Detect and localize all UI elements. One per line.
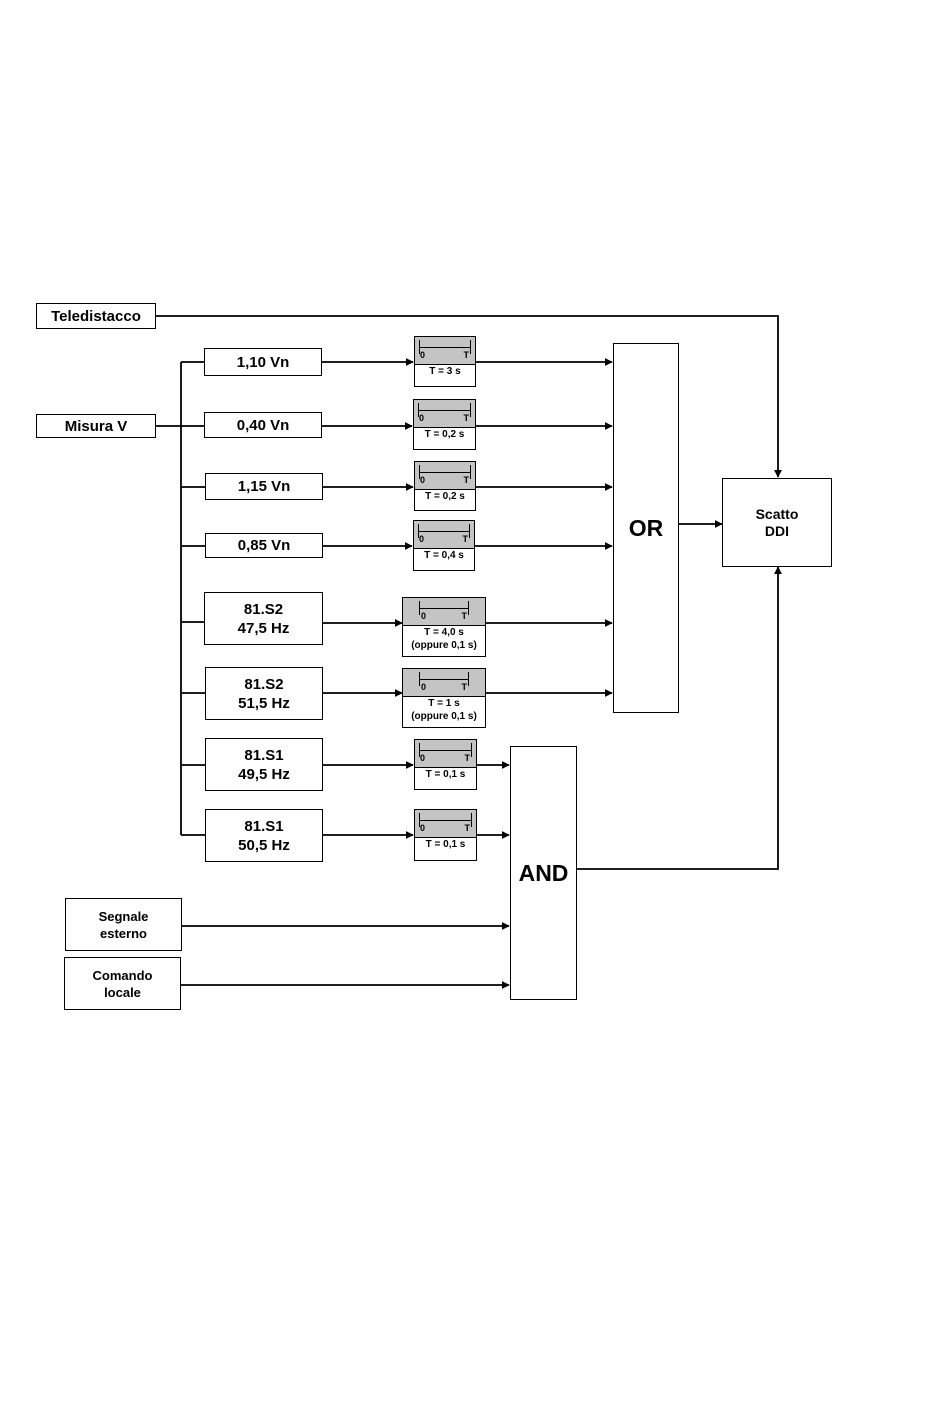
timer-start-label: 0 — [419, 413, 424, 423]
timer-end-label: T — [464, 475, 470, 485]
threshold-label: 81.S2 51,5 Hz — [238, 675, 290, 713]
threshold-label: 81.S1 50,5 Hz — [238, 817, 290, 855]
timer-end-tick — [470, 465, 471, 479]
timer-block: 0 T T = 4,0 s (oppure 0,1 s) — [402, 597, 486, 657]
timer-scale-line — [418, 410, 471, 411]
timer-scale-line — [419, 820, 472, 821]
timer-end-label: T — [463, 534, 469, 544]
timer-start-label: 0 — [421, 682, 426, 692]
and-gate-label: AND — [519, 860, 569, 887]
timer-end-label: T — [464, 350, 470, 360]
timer-block: 0 T T = 3 s — [414, 336, 476, 387]
timer-end-tick — [468, 601, 469, 615]
timer-scale-line — [419, 608, 469, 609]
timer-block: 0 T T = 1 s (oppure 0,1 s) — [402, 668, 486, 728]
teledistacco-label: Teledistacco — [51, 307, 141, 326]
timer-scale-line — [419, 679, 469, 680]
timer-end-tick — [468, 672, 469, 686]
timer-start-label: 0 — [420, 475, 425, 485]
timer-value: T = 4,0 s (oppure 0,1 s) — [403, 626, 485, 652]
timer-value: T = 3 s — [415, 365, 475, 378]
comando-locale-label: Comando locale — [93, 967, 153, 1001]
scatto-ddi-box: Scatto DDI — [722, 478, 832, 567]
segnale-esterno-box: Segnale esterno — [65, 898, 182, 951]
timer-end-label: T — [465, 823, 471, 833]
timer-end-tick — [471, 813, 472, 827]
timer-scale-line — [418, 531, 470, 532]
timer-value: T = 0,1 s — [415, 838, 476, 851]
timer-block: 0 T T = 0,4 s — [413, 520, 475, 571]
or-gate: OR — [613, 343, 679, 713]
timer-end-tick — [470, 403, 471, 417]
timer-block: 0 T T = 0,1 s — [414, 739, 477, 790]
threshold-box: 0,40 Vn — [204, 412, 322, 438]
threshold-box: 1,10 Vn — [204, 348, 322, 376]
timer-band — [403, 598, 485, 626]
threshold-box: 0,85 Vn — [205, 533, 323, 558]
threshold-label: 0,85 Vn — [238, 536, 291, 555]
timer-scale-line — [419, 750, 472, 751]
threshold-box: 81.S1 49,5 Hz — [205, 738, 323, 791]
threshold-box: 81.S2 47,5 Hz — [204, 592, 323, 645]
timer-value: T = 0,4 s — [414, 549, 474, 562]
timer-end-label: T — [465, 753, 471, 763]
segnale-esterno-label: Segnale esterno — [99, 908, 149, 942]
timer-value: T = 0,2 s — [414, 428, 475, 441]
timer-band — [403, 669, 485, 697]
timer-end-label: T — [464, 413, 470, 423]
timer-end-tick — [470, 340, 471, 354]
misura-v-label: Misura V — [65, 417, 128, 436]
timer-start-label: 0 — [420, 753, 425, 763]
threshold-label: 1,10 Vn — [237, 353, 290, 372]
scatto-ddi-label: Scatto DDI — [756, 506, 799, 540]
timer-block: 0 T T = 0,2 s — [413, 399, 476, 450]
threshold-box: 81.S2 51,5 Hz — [205, 667, 323, 720]
threshold-label: 1,15 Vn — [238, 477, 291, 496]
timer-start-label: 0 — [420, 350, 425, 360]
timer-end-label: T — [462, 611, 468, 621]
timer-end-label: T — [462, 682, 468, 692]
timer-block: 0 T T = 0,1 s — [414, 809, 477, 861]
timer-block: 0 T T = 0,2 s — [414, 461, 476, 511]
comando-locale-box: Comando locale — [64, 957, 181, 1010]
timer-end-tick — [469, 524, 470, 538]
timer-start-label: 0 — [419, 534, 424, 544]
timer-scale-line — [419, 472, 471, 473]
misura-v-box: Misura V — [36, 414, 156, 438]
timer-end-tick — [471, 743, 472, 757]
or-gate-label: OR — [629, 515, 664, 542]
threshold-label: 0,40 Vn — [237, 416, 290, 435]
timer-value: T = 1 s (oppure 0,1 s) — [403, 697, 485, 723]
threshold-box: 81.S1 50,5 Hz — [205, 809, 323, 862]
timer-start-label: 0 — [421, 611, 426, 621]
timer-start-label: 0 — [420, 823, 425, 833]
threshold-box: 1,15 Vn — [205, 473, 323, 500]
threshold-label: 81.S1 49,5 Hz — [238, 746, 290, 784]
teledistacco-box: Teledistacco — [36, 303, 156, 329]
timer-scale-line — [419, 347, 471, 348]
timer-value: T = 0,1 s — [415, 768, 476, 781]
timer-value: T = 0,2 s — [415, 490, 475, 503]
and-gate: AND — [510, 746, 577, 1000]
threshold-label: 81.S2 47,5 Hz — [238, 600, 290, 638]
